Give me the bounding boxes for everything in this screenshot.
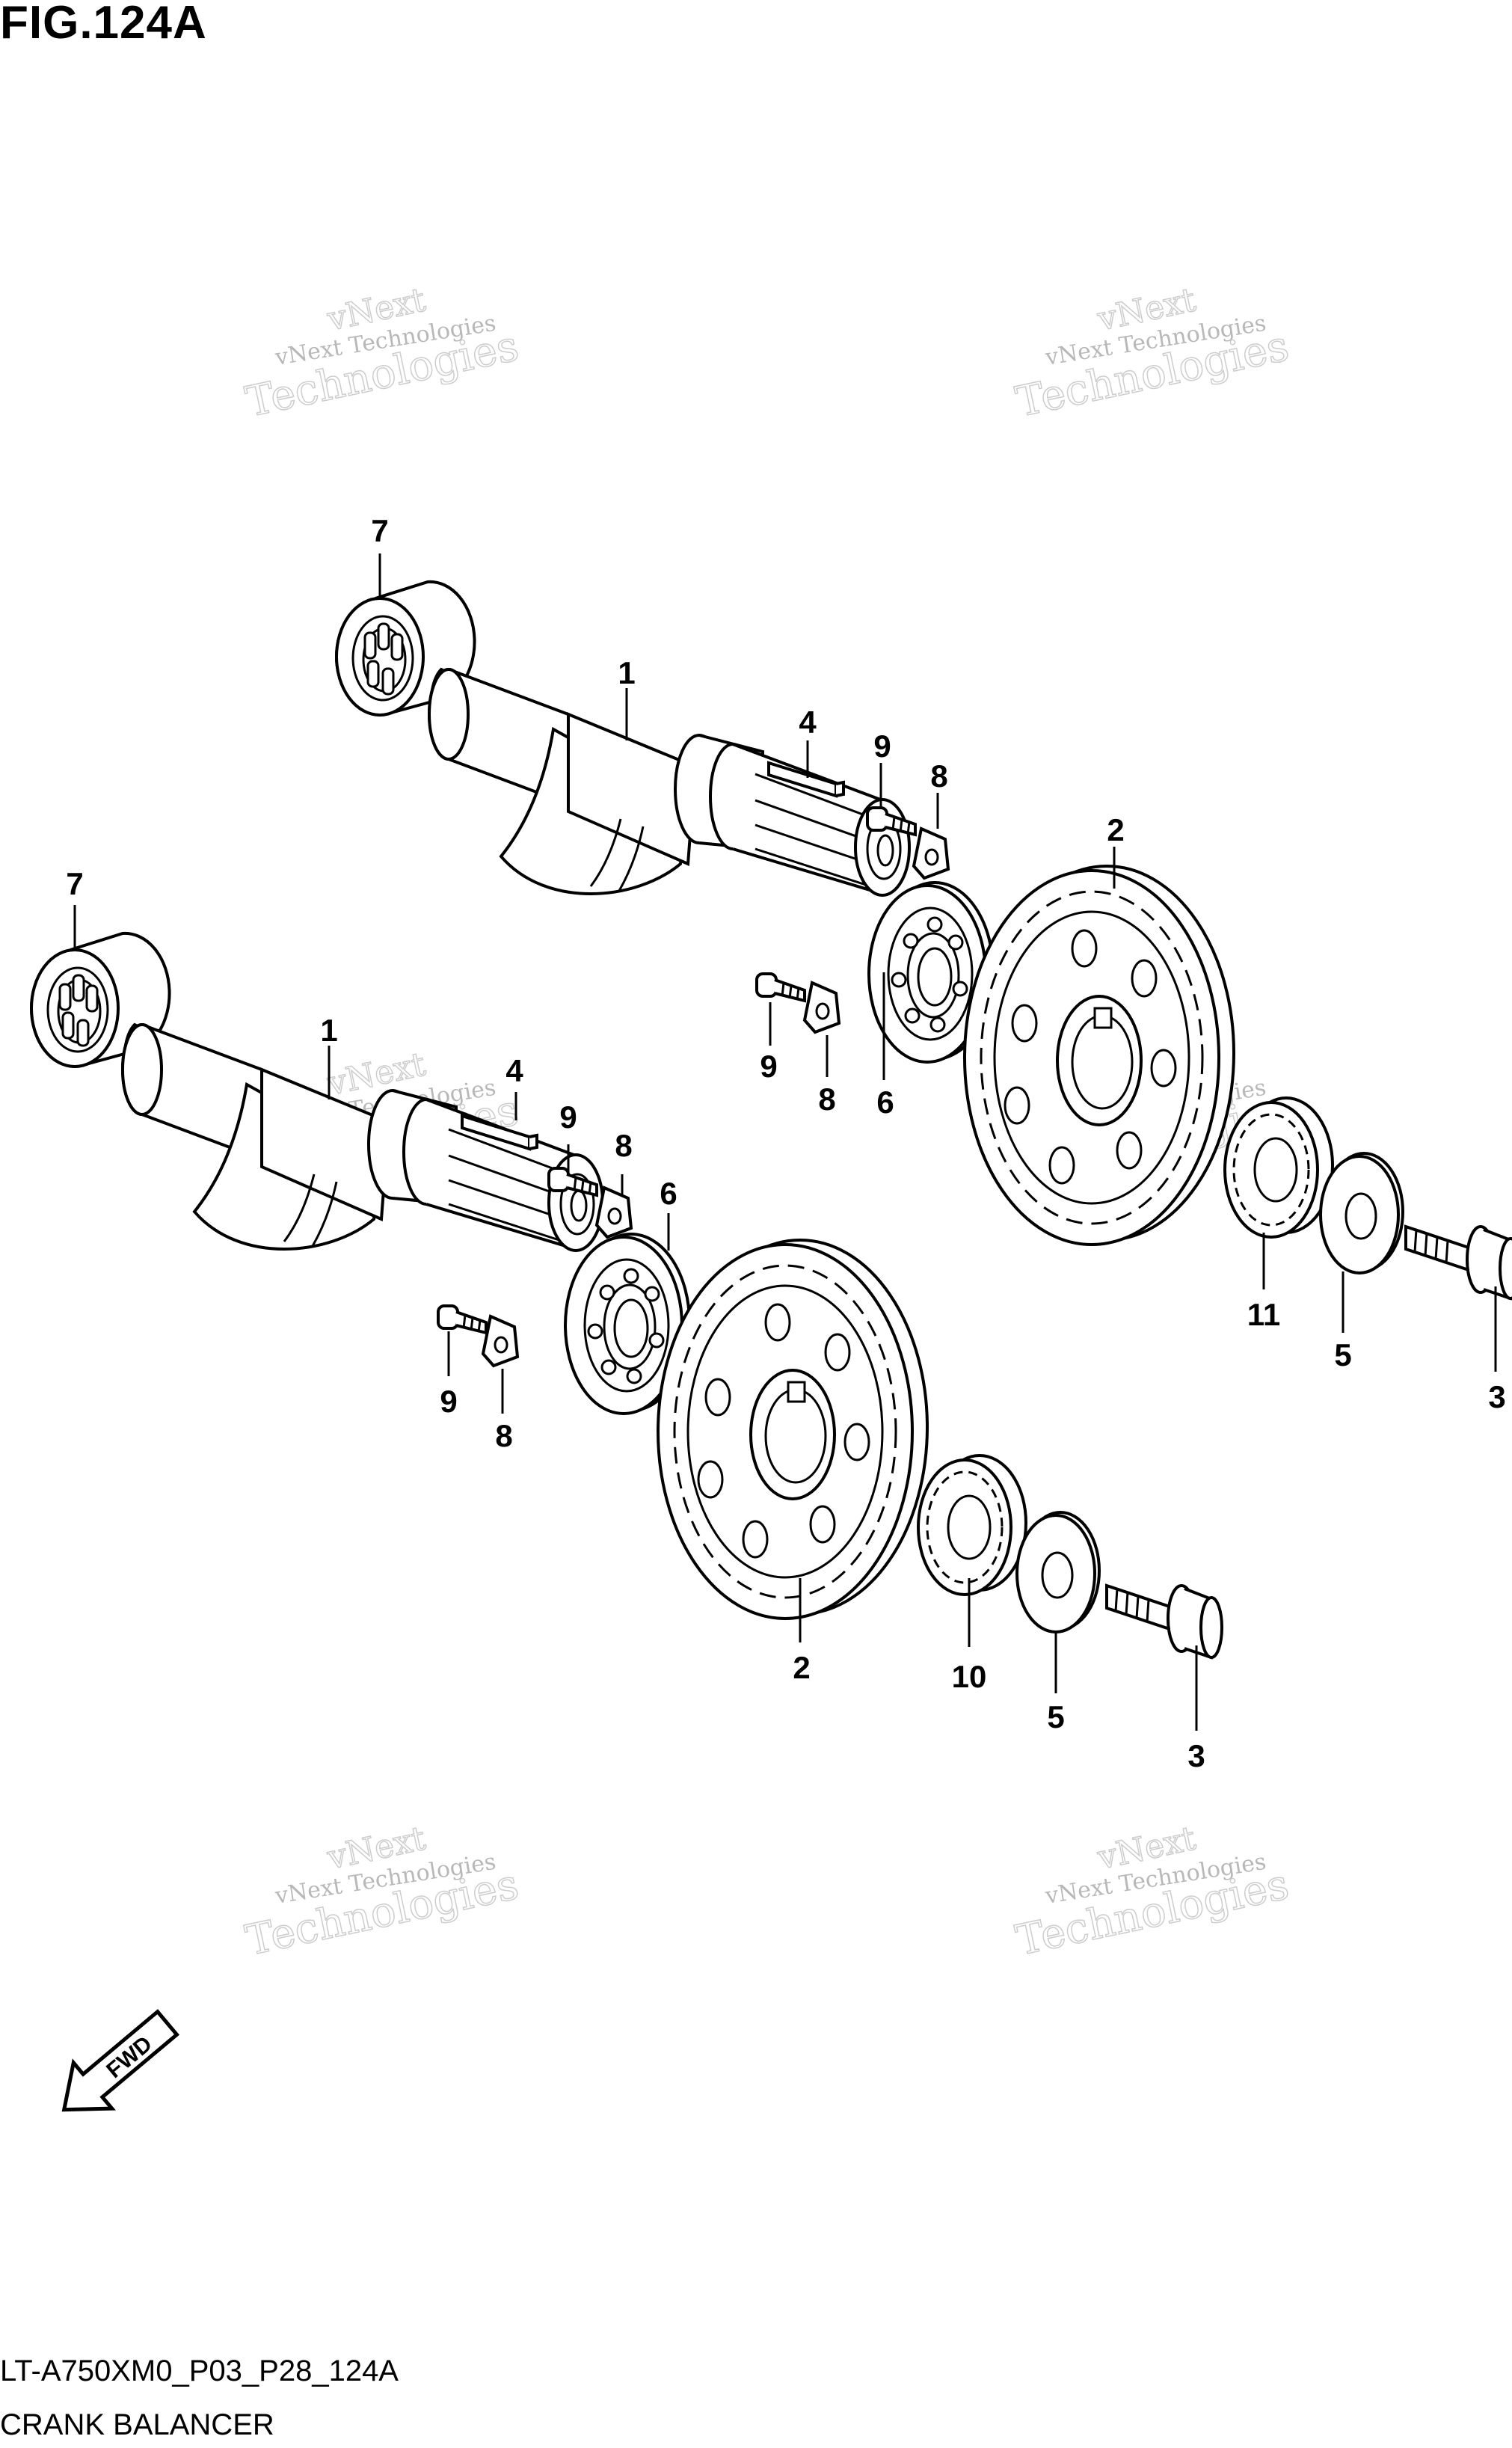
callout-9-lower-a: 9 [559, 1099, 577, 1135]
upper-drive-gear [1223, 1096, 1334, 1239]
callout-11: 11 [1247, 1297, 1280, 1332]
upper-lock-washer-a [912, 827, 950, 880]
callout-8-upper-b: 8 [818, 1082, 835, 1117]
callout-5-lower: 5 [1047, 1699, 1064, 1734]
callout-10: 10 [952, 1659, 987, 1694]
lower-washer [1015, 1511, 1101, 1633]
callout-3-lower: 3 [1187, 1738, 1205, 1773]
callout-2-upper: 2 [1107, 812, 1124, 847]
callout-4-lower: 4 [505, 1053, 523, 1088]
upper-driven-gear [963, 865, 1235, 1246]
callout-1-upper: 1 [618, 655, 635, 690]
callout-9-upper-b: 9 [760, 1049, 777, 1084]
lower-lock-washer-b [482, 1315, 519, 1367]
upper-bolt-b [755, 972, 806, 1002]
lower-driven-gear [657, 1239, 929, 1620]
lower-bolt-b [437, 1304, 488, 1334]
figure-code: LT-A750XM0_P03_P28_124A [0, 2355, 399, 2387]
callout-9-lower-b: 9 [440, 1384, 457, 1419]
lower-drive-gear [917, 1454, 1027, 1596]
callout-8-upper-a: 8 [930, 758, 947, 794]
fwd-direction-arrow: FWD [61, 2009, 179, 2112]
callout-3-upper: 3 [1488, 1379, 1505, 1414]
lower-lock-washer-a [595, 1186, 633, 1239]
callouts: 7 1 4 9 8 2 9 8 6 7 1 4 9 8 6 11 5 3 9 8… [66, 513, 1505, 1773]
callout-6-lower: 6 [660, 1176, 677, 1211]
callout-7-lower: 7 [66, 866, 83, 901]
upper-lock-washer-b [803, 981, 840, 1034]
callout-5-upper: 5 [1334, 1337, 1351, 1372]
callout-6-upper: 6 [876, 1085, 894, 1120]
callout-9-upper-a: 9 [873, 728, 891, 764]
callout-1-lower: 1 [320, 1013, 337, 1048]
callout-8-lower-a: 8 [615, 1128, 632, 1163]
callout-8-lower-b: 8 [495, 1418, 512, 1453]
leader-lines [73, 553, 1497, 1731]
callout-4-upper: 4 [799, 705, 817, 740]
lower-flange-bolt [1105, 1584, 1223, 1659]
callout-7-upper: 7 [371, 513, 388, 548]
figure-title: FIG.124A [0, 0, 207, 49]
callout-2-lower: 2 [793, 1650, 810, 1685]
upper-washer [1319, 1152, 1404, 1274]
figure-name: CRANK BALANCER [0, 2408, 274, 2441]
